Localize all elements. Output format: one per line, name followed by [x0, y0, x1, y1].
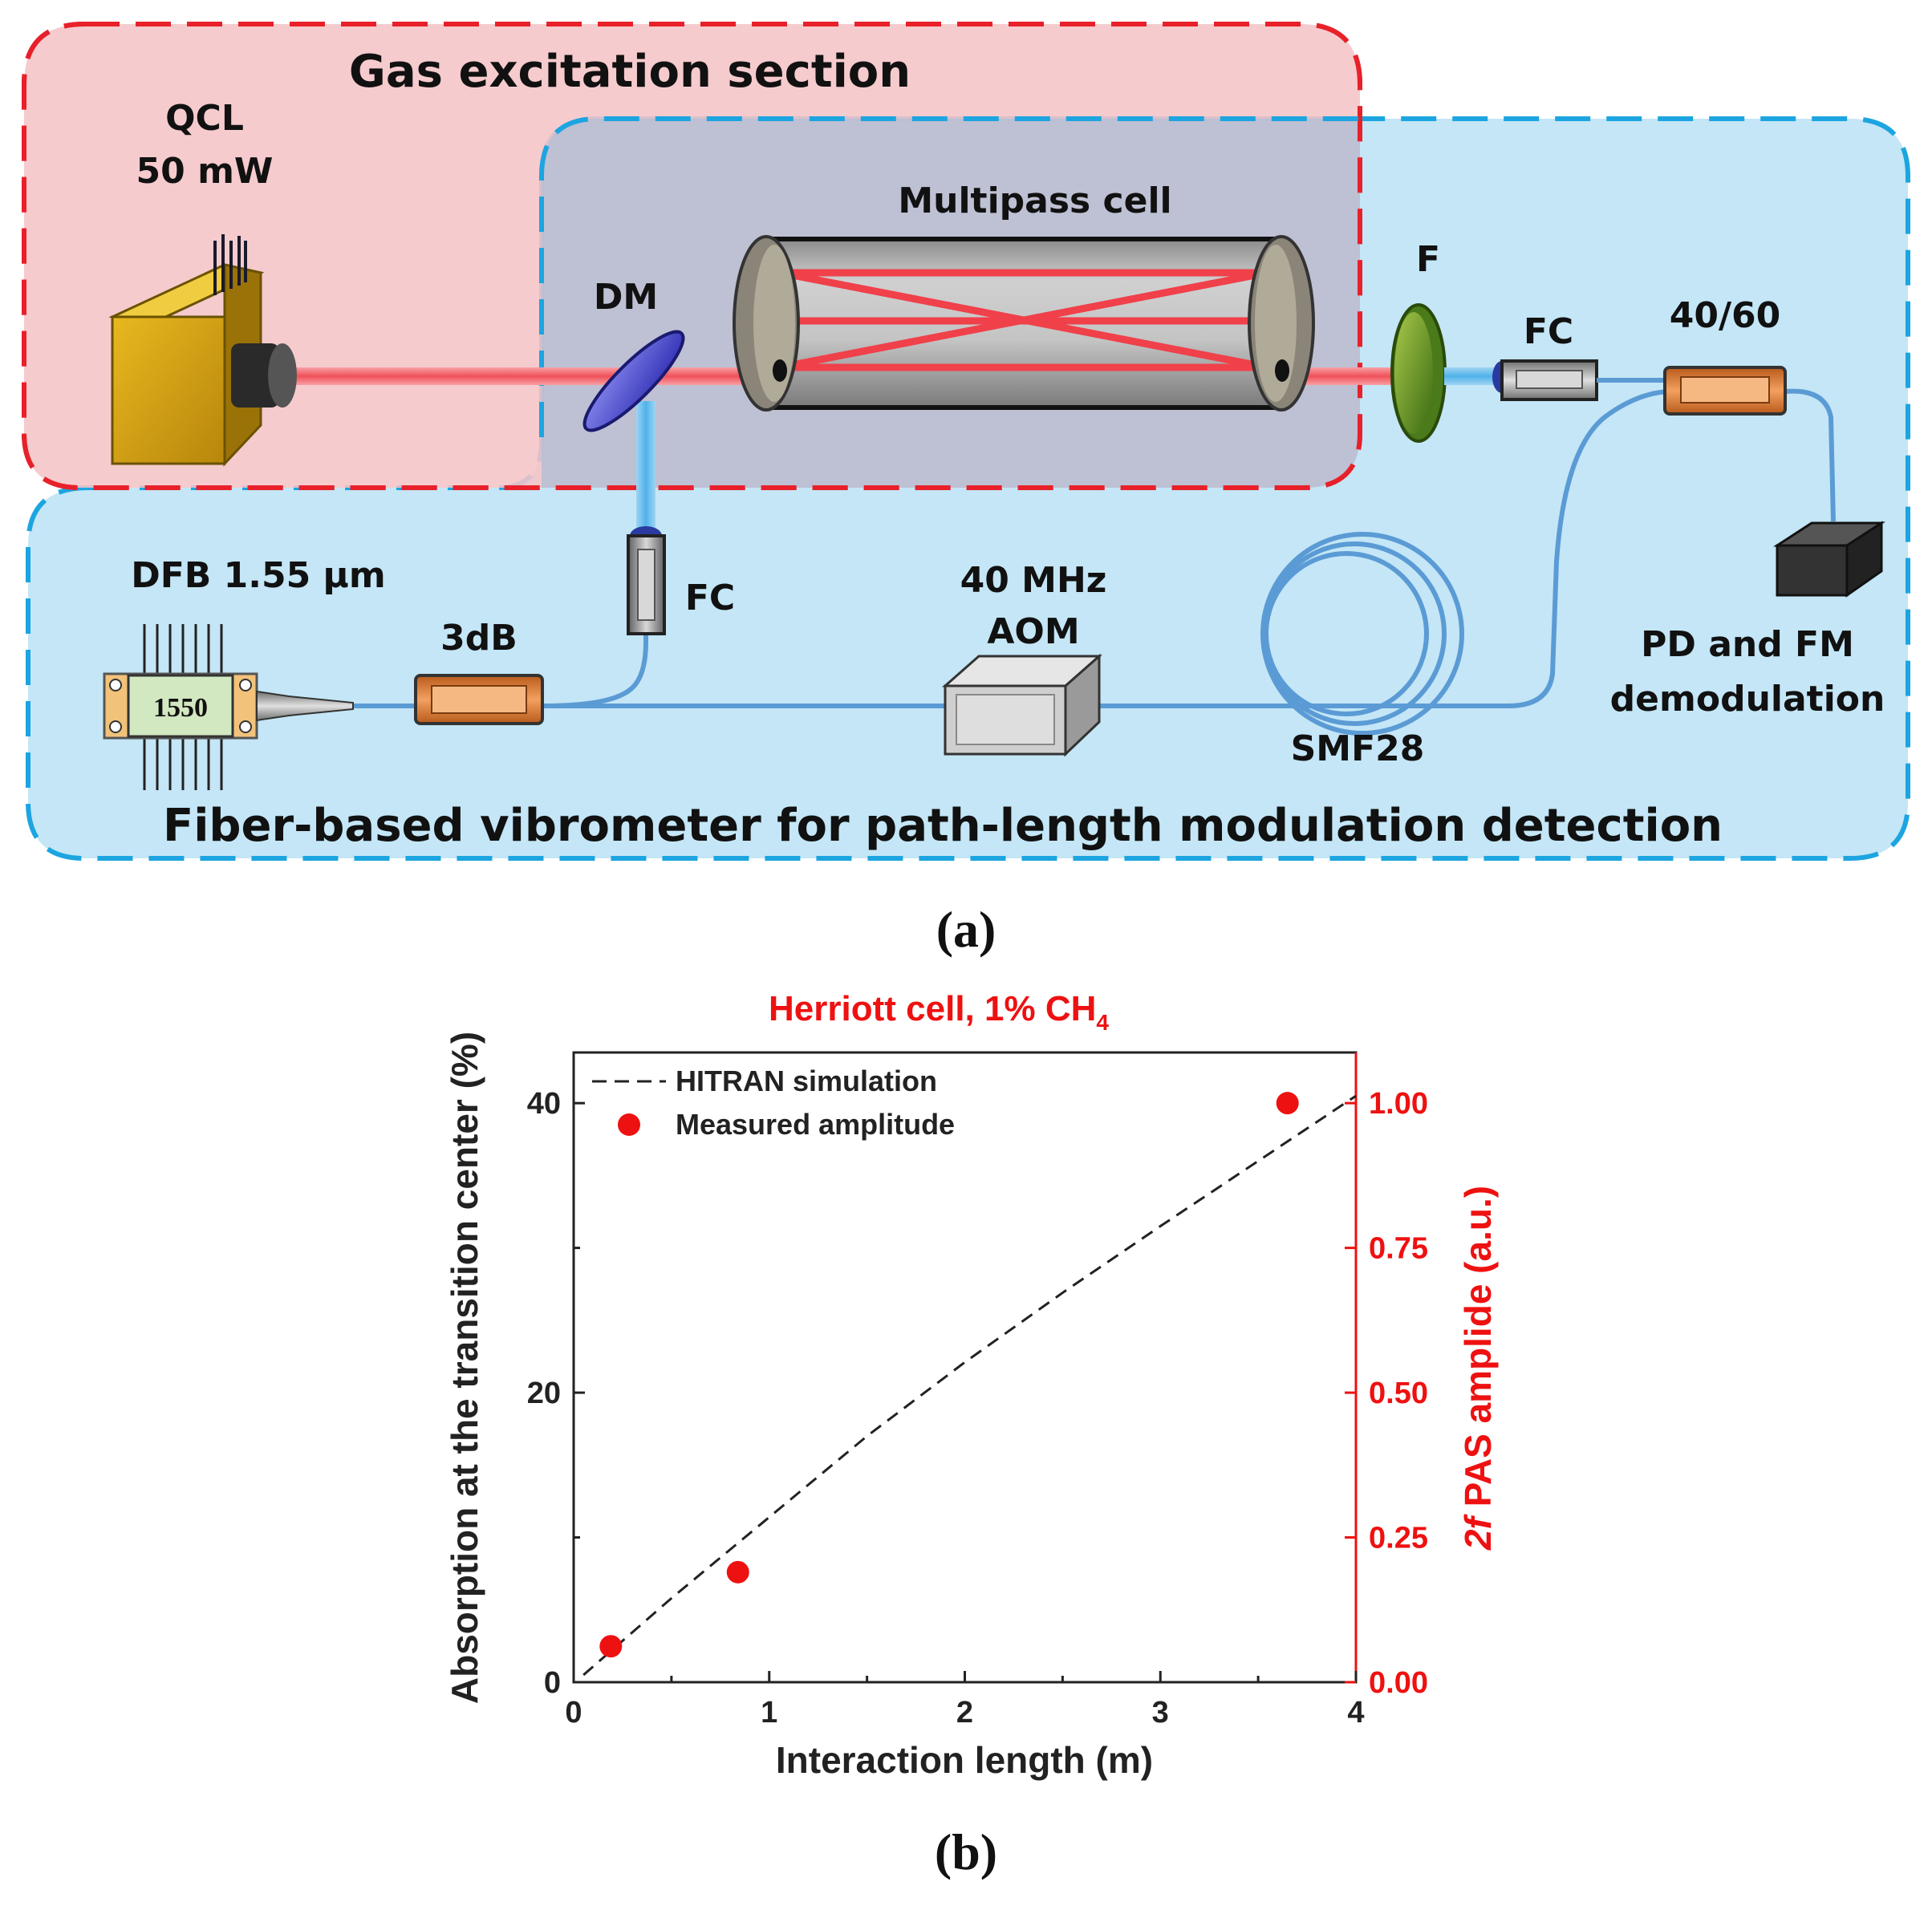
dfb-chip-label: 1550 — [153, 693, 208, 723]
chart-panel: 0 1 2 3 4 0 20 40 0.00 0.25 0.50 0.75 1.00 HITRAN … — [444, 989, 1499, 1880]
aom-label: AOM — [987, 611, 1079, 652]
setup-diagram: Gas excitation section Fiber-based vibro… — [22, 22, 1910, 958]
dfb-label: DFB 1.55 µm — [131, 555, 386, 596]
splitter-40-60-icon — [1663, 366, 1787, 416]
chart-title: Herriott cell, 1% CH4 — [769, 989, 1109, 1035]
legend-measured-label: Measured amplitude — [676, 1108, 955, 1141]
fiber-section-title: Fiber-based vibrometer for path-length m… — [163, 800, 1723, 852]
measured-amplitude-point — [726, 1560, 749, 1584]
splitter-label: 40/60 — [1670, 295, 1781, 336]
series-layer — [582, 1092, 1357, 1677]
measured-amplitude-point — [1276, 1092, 1299, 1115]
y-right-axis-label: 2f PAS amplide (a.u.) — [1457, 1186, 1499, 1551]
fc-mid-icon — [627, 526, 666, 635]
multipass-cell-icon — [733, 235, 1315, 412]
filter-icon — [1390, 303, 1447, 443]
y-right-tick-label: 0.50 — [1369, 1377, 1428, 1410]
qcl-laser-icon — [108, 234, 297, 467]
pd-demod-label: demodulation — [1610, 679, 1885, 720]
multipass-label: Multipass cell — [898, 180, 1171, 221]
measured-amplitude-point — [599, 1635, 623, 1658]
legend-marker-swatch — [618, 1113, 640, 1136]
fc-mid-label: FC — [685, 578, 735, 618]
qcl-power-label: 50 mW — [136, 151, 274, 192]
legend-hitran-label: HITRAN simulation — [676, 1065, 937, 1097]
gas-section-title: Gas excitation section — [349, 46, 911, 98]
fiber-section-border — [539, 116, 1364, 437]
y-left-tick-label: 0 — [544, 1666, 561, 1700]
caption-b: (b) — [935, 1823, 997, 1880]
fc-top-label: FC — [1524, 311, 1573, 352]
y-left-tick-label: 40 — [527, 1087, 561, 1121]
x-tick-label: 2 — [956, 1696, 973, 1730]
y-left-tick-label: 20 — [527, 1377, 561, 1410]
y-right-tick-label: 0.00 — [1369, 1666, 1428, 1700]
dfb-laser-icon — [103, 624, 354, 790]
dm-label: DM — [594, 277, 658, 318]
y-left-axis-ticks: 0 20 40 — [527, 1087, 585, 1700]
x-axis-ticks: 0 1 2 3 4 — [565, 1671, 1365, 1730]
y-right-tick-label: 1.00 — [1369, 1087, 1428, 1121]
x-tick-label: 3 — [1152, 1696, 1169, 1730]
gas-section-border — [22, 22, 1362, 490]
coupler-label: 3dB — [440, 618, 518, 659]
caption-a: (a) — [936, 901, 996, 958]
fc-top-icon — [1492, 359, 1598, 401]
aom-icon — [942, 653, 1102, 757]
y-right-axis-ticks: 0.00 0.25 0.50 0.75 1.00 — [1345, 1087, 1428, 1700]
y-left-axis-label: Absorption at the transition center (%) — [444, 1032, 485, 1704]
qcl-label: QCL — [165, 98, 244, 139]
hitran-simulation-line — [582, 1094, 1357, 1677]
photodetector-icon — [1772, 521, 1886, 598]
x-tick-label: 0 — [565, 1696, 582, 1730]
legend: HITRAN simulation Measured amplitude — [592, 1065, 955, 1141]
x-tick-label: 4 — [1347, 1696, 1364, 1730]
coupler-3db-icon — [414, 674, 544, 725]
y-right-tick-label: 0.75 — [1369, 1232, 1428, 1266]
dm-reflected-beam — [636, 401, 656, 537]
plot-frame — [572, 1051, 1358, 1684]
x-tick-label: 1 — [761, 1696, 777, 1730]
fiber-network — [353, 378, 1836, 736]
aom-freq-label: 40 MHz — [960, 560, 1107, 601]
smf-label: SMF28 — [1291, 728, 1425, 769]
fiber-beam-top — [1444, 367, 1500, 385]
y-right-tick-label: 0.25 — [1369, 1522, 1428, 1555]
x-axis-label: Interaction length (m) — [776, 1739, 1153, 1781]
pd-label: PD and FM — [1641, 624, 1854, 665]
filter-label: F — [1416, 239, 1440, 280]
dm-mirror-icon — [582, 330, 685, 432]
chart-title-subscript: 4 — [1096, 1010, 1109, 1035]
